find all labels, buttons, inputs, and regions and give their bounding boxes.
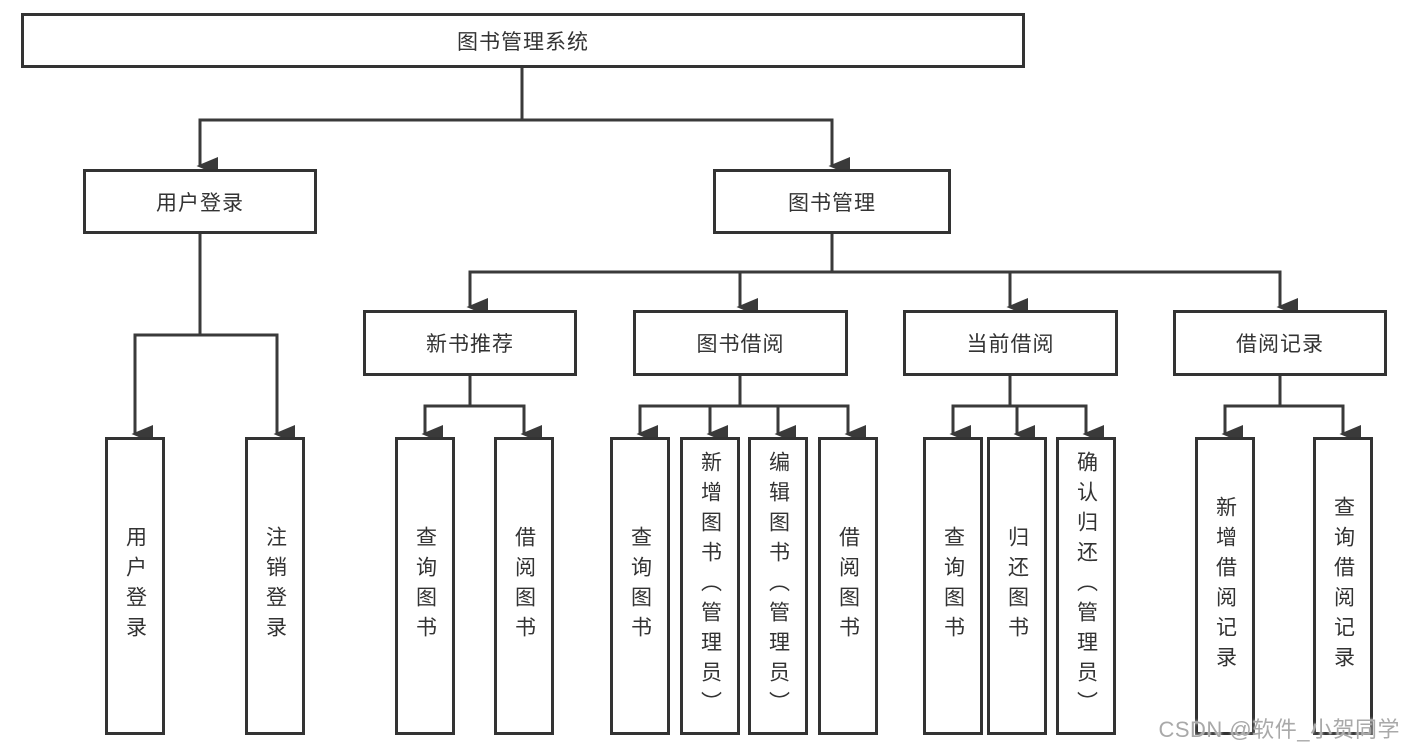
leaf-return-book-label: 归还图书	[1005, 526, 1029, 646]
leaf-return-book: 归还图书	[987, 437, 1047, 735]
leaf-borrow-books-borrowing-label: 借阅图书	[836, 526, 860, 646]
leaf-add-book-admin-label: 新增图书（管理员）	[698, 451, 722, 721]
node-user-login: 用户登录	[83, 169, 317, 234]
leaf-edit-book-admin: 编辑图书（管理员）	[748, 437, 808, 735]
leaf-query-borrow-record: 查询借阅记录	[1313, 437, 1373, 735]
leaf-edit-book-admin-label: 编辑图书（管理员）	[766, 451, 790, 721]
leaf-query-books-recommend-label: 查询图书	[413, 526, 437, 646]
node-book-borrowing: 图书借阅	[633, 310, 848, 376]
leaf-logout: 注销登录	[245, 437, 305, 735]
leaf-user-login: 用户登录	[105, 437, 165, 735]
leaf-add-book-admin: 新增图书（管理员）	[680, 437, 740, 735]
leaf-query-books-borrowing: 查询图书	[610, 437, 670, 735]
leaf-query-books-recommend: 查询图书	[395, 437, 455, 735]
leaf-query-books-current-label: 查询图书	[941, 526, 965, 646]
leaf-confirm-return-admin: 确认归还（管理员）	[1056, 437, 1116, 735]
node-book-management: 图书管理	[713, 169, 951, 234]
node-root-library-system: 图书管理系统	[21, 13, 1025, 68]
leaf-logout-label: 注销登录	[263, 526, 287, 646]
leaf-user-login-label: 用户登录	[123, 526, 147, 646]
node-current-borrowing: 当前借阅	[903, 310, 1118, 376]
leaf-query-borrow-record-label: 查询借阅记录	[1331, 496, 1355, 676]
leaf-borrow-books-recommend-label: 借阅图书	[512, 526, 536, 646]
leaf-query-books-borrowing-label: 查询图书	[628, 526, 652, 646]
csdn-watermark: CSDN @软件_小贺同学	[1158, 717, 1400, 742]
leaf-confirm-return-admin-label: 确认归还（管理员）	[1074, 451, 1098, 721]
leaf-borrow-books-borrowing: 借阅图书	[818, 437, 878, 735]
leaf-query-books-current: 查询图书	[923, 437, 983, 735]
node-borrowing-records: 借阅记录	[1173, 310, 1387, 376]
node-new-book-recommend: 新书推荐	[363, 310, 577, 376]
leaf-borrow-books-recommend: 借阅图书	[494, 437, 554, 735]
leaf-add-borrow-record: 新增借阅记录	[1195, 437, 1255, 735]
leaf-add-borrow-record-label: 新增借阅记录	[1213, 496, 1237, 676]
